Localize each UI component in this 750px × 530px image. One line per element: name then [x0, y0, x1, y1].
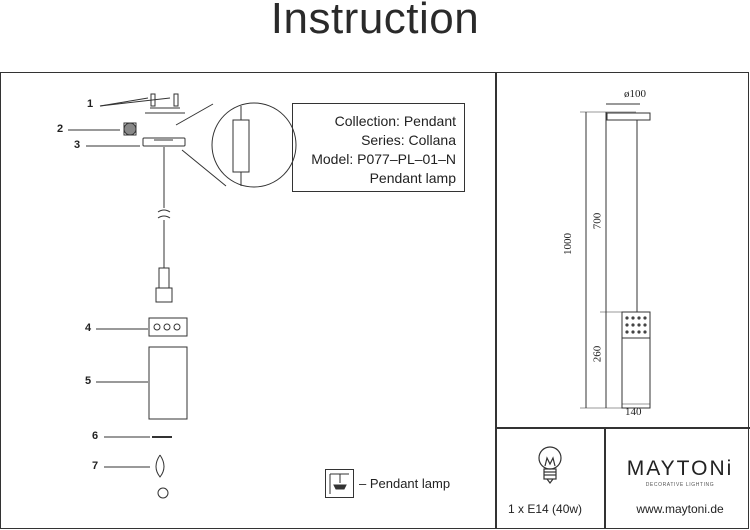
legend-label: – Pendant lamp — [359, 476, 451, 491]
leader-1b — [99, 97, 171, 107]
product-info-box: Collection: Pendant Series: Collana Mode… — [292, 103, 465, 192]
dim-shade-height: 260 — [591, 345, 604, 363]
brand-url[interactable]: www.maytoni.de — [636, 502, 724, 516]
callout-7: 7 — [92, 460, 99, 472]
divider-footer — [604, 427, 606, 529]
bulb-spec: 1 x E14 (40w) — [508, 502, 583, 516]
screw-icon — [173, 93, 179, 107]
pendant-legend-icon — [325, 469, 354, 498]
callout-6: 6 — [92, 430, 99, 442]
callout-5: 5 — [85, 375, 92, 387]
canopy-drawing — [606, 112, 651, 121]
model-text: Model: P077–PL–01–N — [311, 151, 456, 167]
dim-total-height: 1000 — [562, 233, 574, 255]
wiring-detail-circle — [211, 102, 297, 188]
divider-vertical — [495, 72, 497, 529]
brand-tagline: DECORATIVE LIGHTING — [645, 482, 715, 488]
page-title: Instruction — [270, 0, 480, 43]
divider-horizontal — [495, 427, 750, 429]
dim-shade-width: 140 — [625, 406, 642, 418]
brand-logo: MAYTONi — [626, 457, 734, 480]
bulb-icon — [538, 446, 562, 484]
type-text: Pendant lamp — [369, 170, 456, 186]
dim-canopy-diameter: ø100 — [624, 88, 646, 100]
callout-2: 2 — [57, 123, 64, 135]
callout-3: 3 — [74, 139, 81, 151]
callout-4: 4 — [85, 322, 92, 334]
dim-cable-length: 700 — [591, 212, 604, 230]
collection-text: Collection: Pendant — [334, 113, 456, 129]
screw-icon — [150, 93, 156, 107]
series-text: Series: Collana — [361, 132, 456, 148]
instruction-sheet-frame — [0, 72, 749, 529]
callout-1: 1 — [87, 98, 94, 110]
